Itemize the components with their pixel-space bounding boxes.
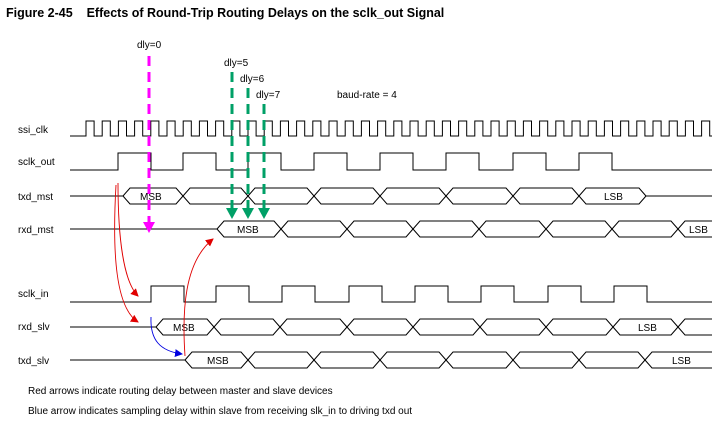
routing-delay-arrow-sclk [117,182,139,297]
waveform-sclk-out [70,152,712,171]
waveform-txd-slv [70,351,712,369]
rxd-mst-msb: MSB [237,225,259,236]
dly-0-arrow [143,56,155,233]
label-baud-rate: baud-rate = 4 [337,90,397,101]
dly-7-arrow [258,104,270,219]
txd-mst-msb: MSB [140,192,162,203]
dly-6-arrow [242,88,254,219]
figure-caption: Effects of Round-Trip Routing Delays on … [86,6,445,20]
label-sclk-out: sclk_out [18,157,55,168]
note-blue-arrow: Blue arrow indicates sampling delay with… [28,406,413,417]
label-dly-0: dly=0 [137,40,162,51]
routing-delay-arrow-data [114,184,139,323]
figure-title: Figure 2-45 Effects of Round-Trip Routin… [6,6,444,20]
txd-slv-msb: MSB [207,356,229,367]
txd-slv-lsb: LSB [672,356,691,367]
label-rxd-mst: rxd_mst [18,225,54,236]
waveform-txd-mst [70,187,712,205]
label-ssi-clk: ssi_clk [18,125,49,136]
label-txd-slv: txd_slv [18,356,49,367]
sampling-delay-arrow [150,316,183,358]
waveform-sclk-in [70,285,712,303]
figure-number: Figure 2-45 [6,6,73,20]
txd-mst-lsb: LSB [604,192,623,203]
label-dly-7: dly=7 [256,90,281,101]
rxd-slv-lsb: LSB [638,323,657,334]
rxd-mst-lsb: LSB [689,225,708,236]
label-rxd-slv: rxd_slv [18,322,50,333]
label-sclk-in: sclk_in [18,289,49,300]
label-dly-5: dly=5 [224,58,249,69]
waveform-rxd-slv [70,318,712,336]
waveform-rxd-mst [70,220,712,238]
label-dly-6: dly=6 [240,74,265,85]
label-txd-mst: txd_mst [18,192,53,203]
note-red-arrows: Red arrows indicate routing delay betwee… [28,386,333,397]
routing-delay-arrow-return [183,238,214,357]
dly-5-arrow [226,72,238,219]
waveform-ssi-clk [70,120,712,137]
